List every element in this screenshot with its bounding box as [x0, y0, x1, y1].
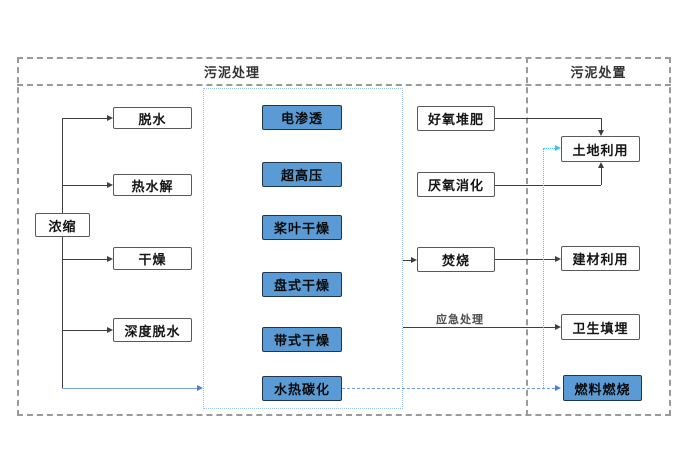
section-title-treatment: 污泥处理 [203, 65, 260, 80]
treatment-disposal-divider [526, 57, 528, 416]
edge-incineration-building [495, 259, 555, 260]
edge-fuelpath-landuse-v [543, 148, 544, 388]
arrowhead-landfill [555, 324, 561, 330]
edge-trunk-advanced-group [62, 388, 197, 389]
arrowhead-thermal-hydrolysis [107, 182, 113, 188]
arrowhead-deep-dewatering [107, 327, 113, 333]
emergency-treatment-label: 应急处理 [436, 314, 484, 326]
node-incineration: 焚烧 [417, 247, 495, 272]
arrowhead-advanced-group [197, 385, 203, 391]
node-electro-osmosis: 电渗透 [262, 105, 342, 130]
node-paddle-drying: 桨叶干燥 [262, 215, 342, 240]
edge-anaerobic-landuse-v [601, 168, 602, 185]
node-drying: 干燥 [113, 247, 192, 270]
node-thermal-hydrolysis: 热水解 [113, 174, 192, 196]
edge-group-incineration [403, 260, 411, 261]
node-fuel-combustion: 燃料燃烧 [563, 375, 642, 401]
section-title-disposal: 污泥处置 [570, 65, 627, 80]
advanced-treatment-group-frame [203, 88, 403, 409]
node-building-material-use: 建材利用 [561, 246, 640, 271]
edge-trunk-drying [62, 259, 107, 260]
edge-trunk-thermal-hydrolysis [62, 185, 107, 186]
node-dewatering: 脱水 [113, 107, 192, 129]
edge-fuelpath-landuse-h [543, 148, 555, 149]
node-land-use: 土地利用 [561, 136, 640, 162]
node-deep-dewatering: 深度脱水 [113, 318, 192, 342]
edge-aerobic-landuse-h [495, 118, 601, 119]
edge-emergency-landfill [403, 327, 555, 328]
node-anaerobic-digestion: 厌氧消化 [417, 172, 495, 197]
arrowhead-landuse-bottom [598, 162, 604, 168]
node-sanitary-landfill: 卫生填埋 [561, 314, 640, 340]
node-aerobic-composting: 好氧堆肥 [417, 106, 495, 131]
arrowhead-landuse-top [598, 130, 604, 136]
node-belt-drying: 带式干燥 [262, 327, 342, 352]
edge-anaerobic-landuse-h [495, 185, 601, 186]
edge-thickening-trunk [62, 118, 63, 388]
outer-dashed-frame [17, 57, 671, 416]
arrowhead-drying [107, 256, 113, 262]
edge-trunk-deep-dewatering [62, 330, 107, 331]
node-ultra-high-pressure: 超高压 [262, 162, 342, 187]
arrowhead-dewatering [107, 115, 113, 121]
arrowhead-landuse-left [555, 145, 561, 151]
arrowhead-building-material [555, 256, 561, 262]
arrowhead-incineration [411, 257, 417, 263]
edge-carbonization-fuel [342, 388, 555, 389]
arrowhead-fuel-combustion [555, 385, 561, 391]
edge-aerobic-landuse-v [601, 118, 602, 130]
node-thickening: 浓缩 [35, 213, 90, 237]
header-separator-line [17, 84, 671, 86]
node-hydrothermal-carbonization: 水热碳化 [262, 376, 342, 401]
node-disc-drying: 盘式干燥 [262, 272, 342, 297]
edge-trunk-dewatering [62, 118, 107, 119]
